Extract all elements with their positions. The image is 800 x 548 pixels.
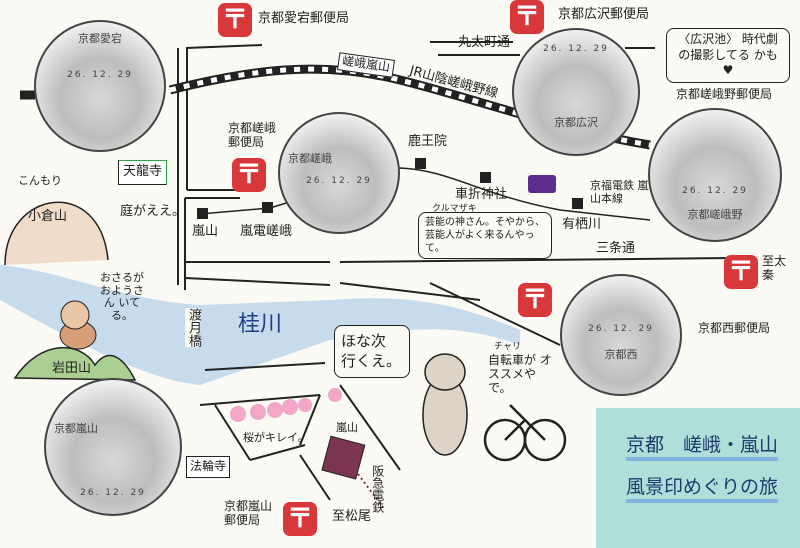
kurumazaki-station-label: 車折神社 [455, 187, 508, 202]
katsura-river [0, 265, 520, 385]
tenryuji-label: 天龍寺 [118, 160, 168, 185]
iwatayama-label: 岩田山 [52, 361, 92, 376]
postmark-date: 26. 12. 29 [306, 176, 372, 186]
bike-note: 自転車が オススメやで。 [488, 353, 552, 395]
roads [177, 41, 731, 501]
togetsukyo-label: 渡月橋 [185, 308, 201, 347]
post-office-icon: 〒 [218, 3, 252, 37]
post-office-icon: 〒 [283, 502, 317, 536]
tram-icon [528, 175, 556, 193]
postmark-name: 京都西 [604, 348, 638, 361]
monkey-illustration [59, 300, 97, 350]
post-office-icon: 〒 [232, 158, 266, 192]
postmark-sagano: 26. 12. 29 京都嵯峨野 [648, 108, 782, 242]
uzumasa-direction: 至太秦 [762, 254, 787, 282]
arashiyama-station-label: 嵐山 [192, 224, 219, 239]
title-line-1: 京都 嵯峨・嵐山 [626, 430, 779, 461]
monkey-note: おさるが おようさん いてる。 [100, 271, 144, 322]
station-marker [197, 208, 208, 219]
postmark-date: 26. 12. 29 [67, 70, 133, 80]
saga-post-office-label: 京都嵯峨郵便局 [228, 121, 277, 149]
hankyu-line [354, 469, 386, 511]
postmark-name: 京都愛宕 [78, 32, 122, 45]
bear-speech-bubble: ほな次 行くえ。 [334, 325, 410, 378]
postmark-date: 26. 12. 29 [682, 186, 748, 196]
hirosawa-post-office-label: 京都広沢郵便局 [558, 7, 650, 22]
post-office-icon: 〒 [518, 283, 552, 317]
title-card: 京都 嵯峨・嵐山 風景印めぐりの旅 [596, 408, 800, 548]
horinji-label: 法輪寺 [186, 456, 231, 478]
station-marker [415, 158, 426, 169]
station-marker [572, 198, 583, 209]
atago-post-office-label: 京都愛宕郵便局 [258, 11, 350, 26]
postmark-arashiyama: 京都嵐山 26. 12. 29 [44, 378, 182, 516]
arisugawa-station-label: 有栖川 [562, 217, 602, 232]
nishi-post-office-label: 京都西郵便局 [698, 321, 771, 335]
bike-reading: チャリ [494, 342, 521, 352]
hankyu-line-label: 阪急電鉄 [370, 465, 385, 513]
postmark-name: 京都広沢 [554, 116, 598, 129]
ogurayama-hill [4, 201, 109, 266]
kurumazaki-note: 芸能の神さん。そやから、芸能人がよく来るんやって。 [418, 212, 552, 259]
keifuku-line [199, 167, 651, 221]
post-office-icon: 〒 [510, 0, 544, 34]
hankyu-arashiyama-station [321, 435, 366, 480]
katsuragawa-label: 桂川 [238, 312, 283, 337]
postmark-date: 26. 12. 29 [588, 324, 654, 334]
post-office-icon: 〒 [724, 255, 758, 289]
postmark-name: 京都嵯峨野 [687, 208, 743, 221]
ogura-note: こんもり [18, 174, 62, 187]
sakura-note: 桜がキレイ。 [243, 431, 309, 444]
postmark-name: 京都嵐山 [54, 422, 98, 435]
rokuoin-station-label: 鹿王院 [408, 134, 448, 149]
postmark-saga: 京都嵯峨 26. 12. 29 [278, 112, 400, 234]
arashiyama-post-office-label: 京都嵐山郵便局 [224, 499, 273, 527]
postmark-hirosawa: 26. 12. 29 京都広沢 [512, 28, 640, 156]
iwatayama-hill [13, 346, 137, 381]
tenryuji-note: 庭がええ。 [120, 204, 186, 219]
keifuku-line-label: 京福電鉄 嵐山本線 [590, 179, 649, 205]
postmark-atago: 京都愛宕 26. 12. 29 [34, 20, 166, 152]
station-marker [480, 172, 491, 183]
sanjo-street-label: 三条通 [596, 241, 636, 257]
kurumazaki-reading: クルマザキ [432, 204, 477, 214]
postmark-name: 京都嵯峨 [288, 152, 332, 165]
station-marker [262, 202, 273, 213]
hirosawa-note: 〈広沢池〉 時代劇の撮影してる かも ♥ [666, 28, 790, 83]
title-line-2: 風景印めぐりの旅 [626, 472, 779, 503]
bear-illustration [422, 353, 468, 456]
ogurayama-label: 小倉山 [28, 209, 68, 224]
matsuo-direction: 至松尾 [332, 509, 372, 524]
bicycle-illustration [483, 404, 567, 462]
marutamachi-street-label: 丸太町通 [458, 35, 511, 50]
postmark-date: 26. 12. 29 [543, 44, 609, 54]
hankyu-arashiyama-label: 嵐山 [336, 421, 358, 434]
randen-saga-station-label: 嵐電嵯峨 [240, 224, 293, 239]
sakura-trees [230, 388, 342, 422]
postmark-date: 26. 12. 29 [80, 488, 146, 498]
sagano-post-office-label: 京都嵯峨野郵便局 [676, 87, 773, 101]
postmark-nishi: 26. 12. 29 京都西 [560, 274, 682, 396]
